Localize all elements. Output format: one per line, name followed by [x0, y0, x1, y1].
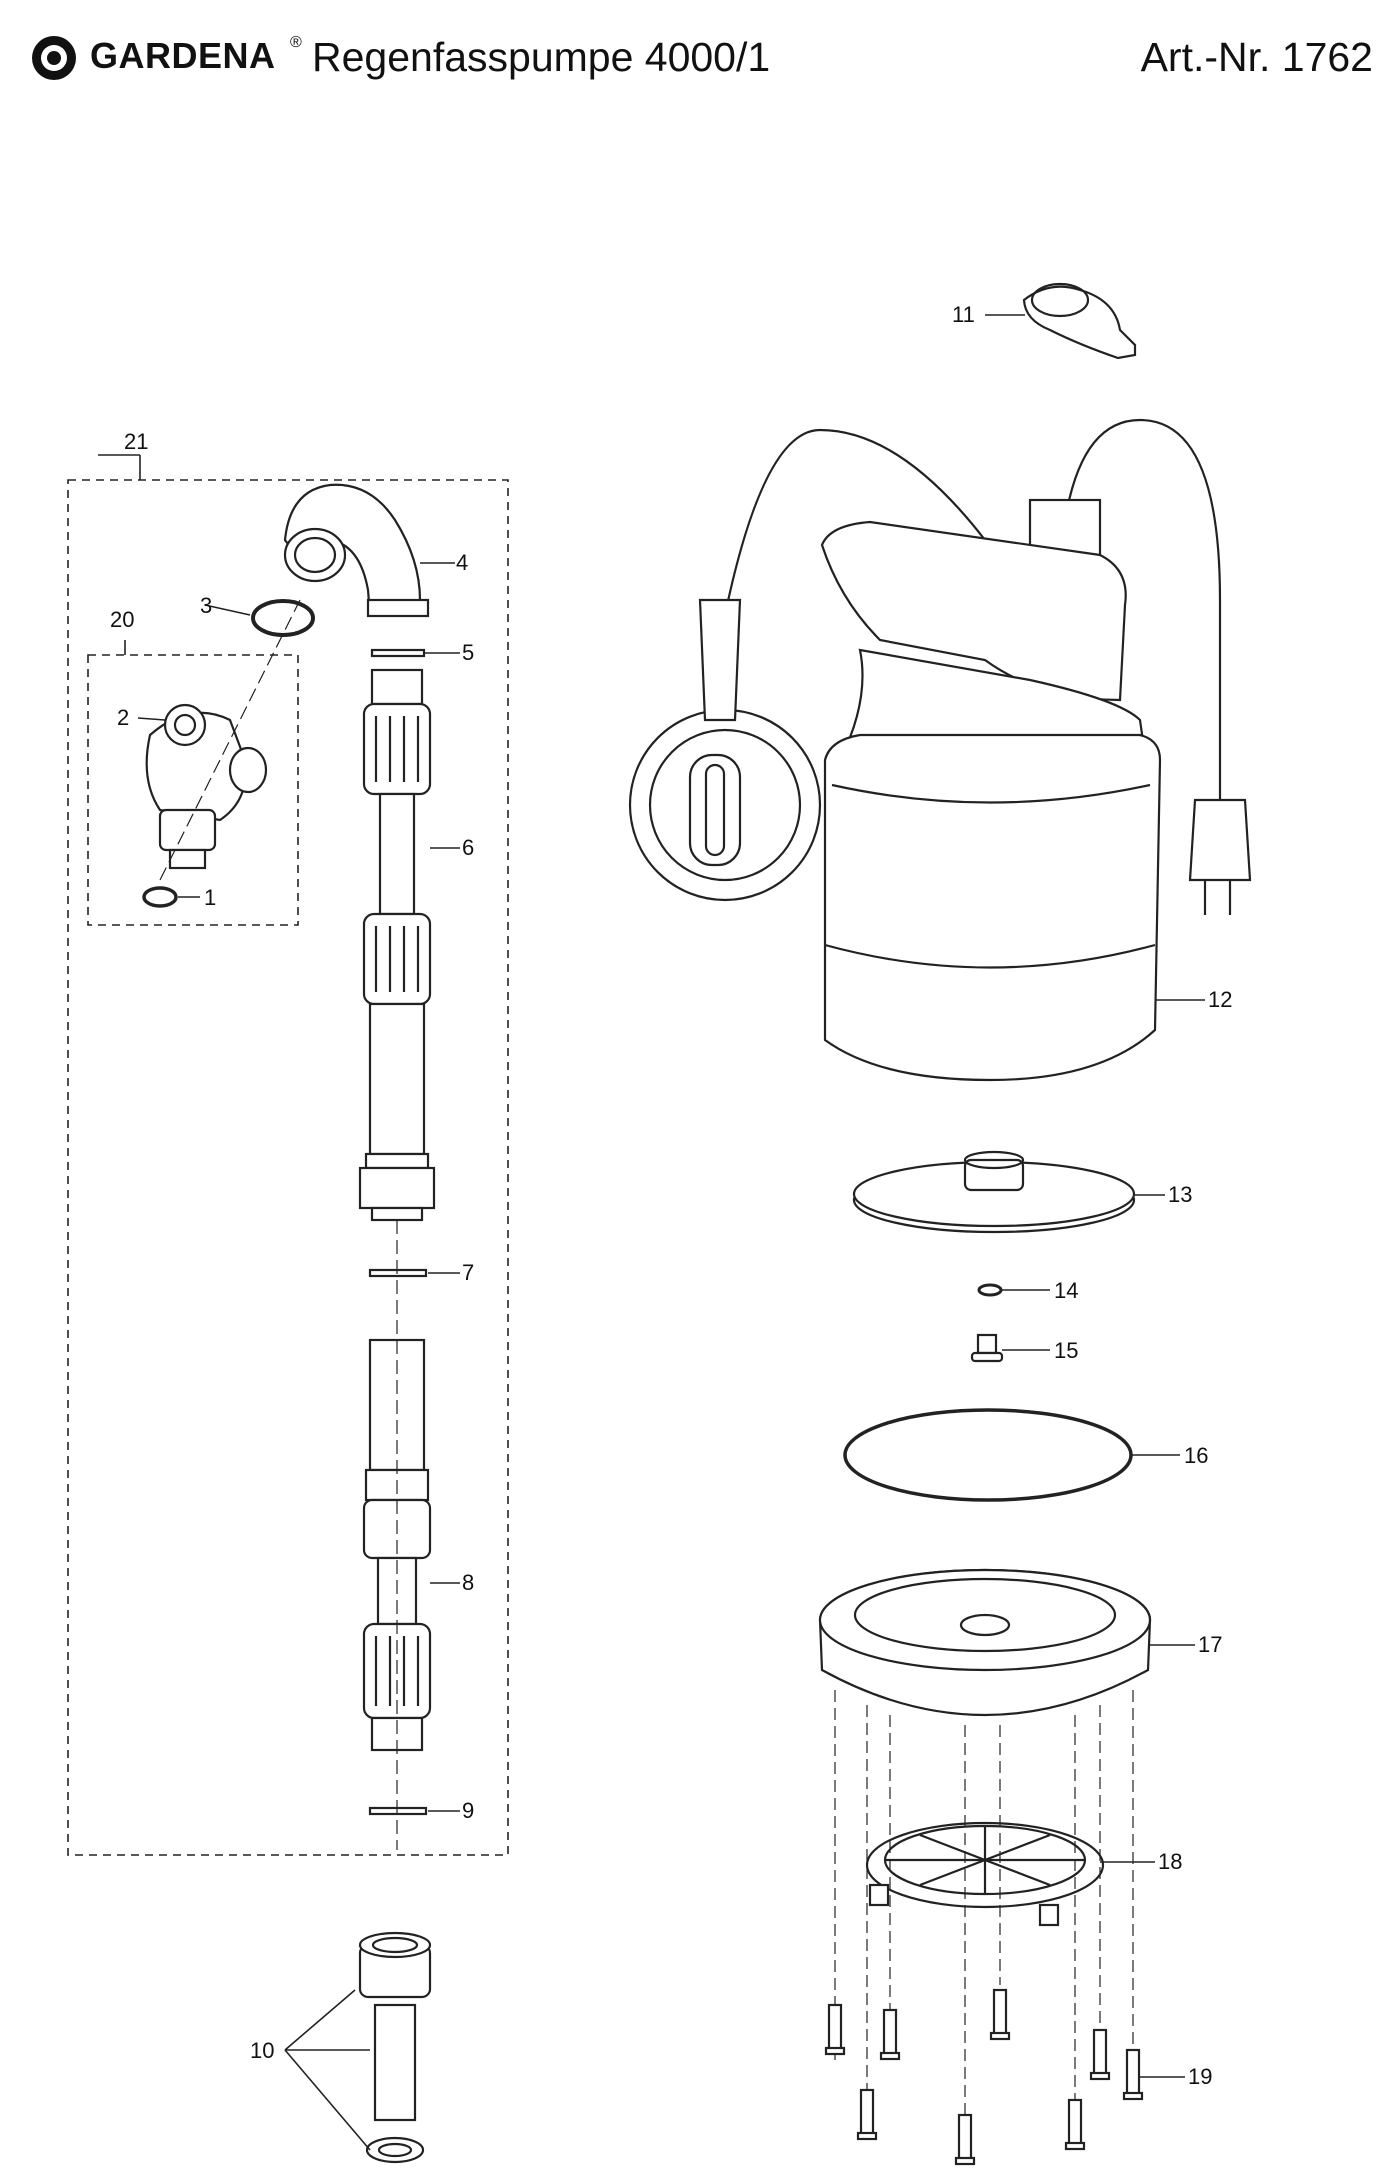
product-title: Regenfasspumpe 4000/1 — [312, 34, 771, 80]
callout-1: 1 — [204, 885, 216, 910]
callout-16: 16 — [1184, 1443, 1208, 1468]
callout-2: 2 — [117, 705, 129, 730]
part-disc — [852, 1150, 1136, 1234]
callout-10: 10 — [250, 2038, 274, 2063]
callout-21: 21 — [124, 429, 148, 454]
callout-20: 20 — [110, 607, 134, 632]
part-o-ring — [251, 599, 315, 637]
callout-13: 13 — [1168, 1182, 1192, 1207]
callout-15: 15 — [1054, 1338, 1078, 1363]
callout-12: 12 — [1208, 987, 1232, 1012]
part-elbow-connector — [283, 483, 430, 618]
part-pump-body — [628, 418, 1252, 1082]
callout-3: 3 — [200, 593, 212, 618]
part-small-washer — [142, 886, 178, 908]
gardena-logo-icon — [32, 36, 76, 80]
group-box-21 — [67, 479, 509, 1856]
callout-19: 19 — [1188, 2064, 1212, 2089]
part-strainer — [865, 1821, 1105, 1927]
part-telescope-tube-upper — [358, 668, 436, 1222]
part-screws — [824, 1988, 1144, 2166]
registered-mark: ® — [290, 34, 302, 51]
part-small-nut — [977, 1283, 1003, 1297]
callout-6: 6 — [462, 835, 474, 860]
callout-9: 9 — [462, 1798, 474, 1823]
callout-14: 14 — [1054, 1278, 1078, 1303]
part-washer-9 — [368, 1806, 428, 1816]
callout-8: 8 — [462, 1570, 474, 1595]
part-screw-15 — [970, 1333, 1004, 1363]
part-ring-seal — [843, 1408, 1133, 1502]
part-washer-7 — [368, 1268, 428, 1278]
callout-4: 4 — [456, 550, 468, 575]
callout-7: 7 — [462, 1260, 474, 1285]
callout-18: 18 — [1158, 1849, 1182, 1874]
brand-name: GARDENA — [90, 35, 276, 76]
group-box-20 — [87, 654, 299, 926]
part-pump-base — [818, 1568, 1152, 1716]
header: GARDENA ® Regenfasspumpe 4000/1 Art.-Nr.… — [0, 0, 1393, 110]
part-cable-clip — [1022, 282, 1137, 360]
part-valve — [145, 703, 268, 870]
article-number: Art.-Nr. 1762 — [1140, 34, 1373, 80]
callout-5: 5 — [462, 640, 474, 665]
callout-11: 11 — [952, 302, 975, 327]
part-hose-connector-kit — [358, 1931, 432, 2164]
callout-17: 17 — [1198, 1632, 1222, 1657]
part-washer-5 — [370, 648, 426, 658]
